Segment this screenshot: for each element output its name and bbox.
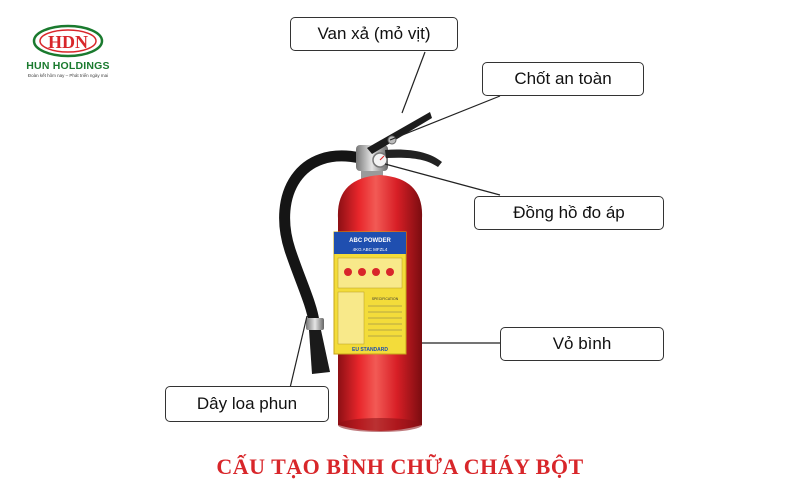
hose-nozzle: [309, 330, 330, 374]
leader-line-safety-pin: [389, 95, 501, 141]
label-safety-pin: Chốt an toàn: [482, 62, 644, 96]
valve-upper-lever: [367, 112, 432, 154]
label-standard: EU STANDARD: [352, 347, 388, 353]
label-hose: Dây loa phun: [165, 386, 329, 422]
label-spec: SPECIFICATION: [372, 297, 399, 301]
leader-line-nozzle-valve: [401, 51, 426, 114]
label-header: ABC POWDER: [349, 238, 391, 244]
leader-line-hose: [289, 315, 308, 389]
logo-monogram: HDN: [48, 32, 88, 52]
extinguisher-label: ABC POWDER 4KG ABC MFZL4 SPECIFICATION E…: [333, 231, 407, 355]
diagram-title: CẤU TẠO BÌNH CHỮA CHÁY BỘT: [216, 454, 584, 479]
valve-lower-handle: [385, 149, 442, 167]
company-logo: HDN HUN HOLDINGS Đoàn kết hôm nay – Phát…: [18, 22, 118, 82]
label-nozzle-valve: Van xả (mỏ vịt): [290, 17, 458, 51]
hose-coupling: [306, 318, 324, 330]
label-pressure-gauge: Đồng hồ đo áp: [474, 196, 664, 230]
logo-tagline: Đoàn kết hôm nay – Phát triển ngày mai: [27, 73, 109, 78]
hose-line: [279, 150, 366, 328]
label-subheader: 4KG ABC MFZL4: [353, 247, 388, 252]
gauge-needle: [379, 155, 385, 161]
logo-brand-name: HUN HOLDINGS: [26, 60, 110, 72]
cylinder-base-shadow: [338, 418, 422, 432]
safety-pin-ring: [387, 135, 397, 145]
logo-emblem-icon: HDN: [32, 24, 104, 58]
leader-line-pressure-gauge: [384, 163, 501, 196]
label-cylinder-body: Vỏ bình: [500, 327, 664, 361]
